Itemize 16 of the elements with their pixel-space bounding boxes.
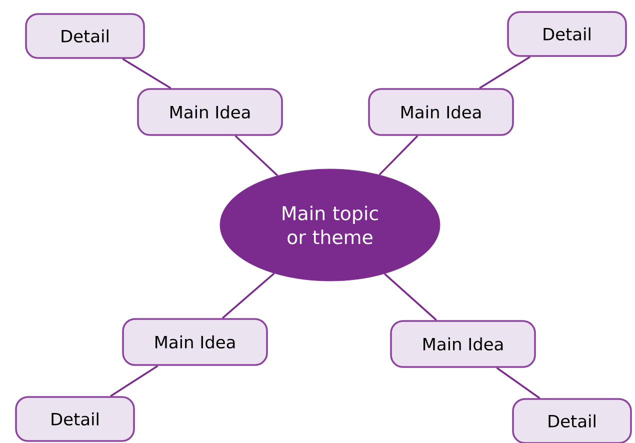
detail-box: Detail <box>15 396 135 442</box>
detail-box: Detail <box>512 398 632 443</box>
idea-box: Main Idea <box>122 318 268 366</box>
connector-line <box>110 365 158 397</box>
idea-box: Main Idea <box>390 320 536 368</box>
connector-line <box>222 272 275 319</box>
connector-line <box>496 367 540 399</box>
connector-line <box>378 135 418 176</box>
detail-box: Detail <box>25 13 145 59</box>
detail-box: Detail <box>507 11 627 57</box>
idea-box: Main Idea <box>137 88 283 136</box>
connector-line <box>122 58 172 89</box>
connector-line <box>384 273 437 321</box>
connector-line <box>234 135 278 176</box>
connector-line <box>479 56 530 89</box>
idea-box: Main Idea <box>368 88 514 136</box>
